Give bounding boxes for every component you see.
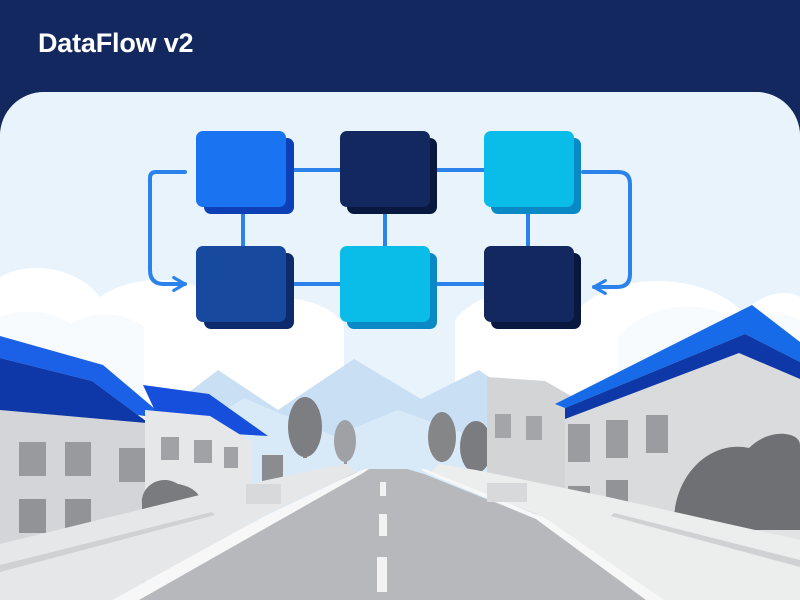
app-title: DataFlow v2 — [38, 28, 194, 58]
flow-node-2 — [340, 131, 437, 214]
street-scene-illustration — [0, 92, 800, 600]
flow-connectors — [148, 168, 632, 295]
flow-diagram — [148, 131, 632, 329]
flow-node-5 — [340, 246, 437, 329]
sidewalk-details — [0, 483, 800, 572]
app-header: DataFlow v2 — [0, 0, 800, 92]
flow-node-4 — [196, 246, 294, 329]
flow-node-1 — [196, 131, 294, 214]
flow-node-3 — [484, 131, 581, 214]
flow-node-6 — [484, 246, 581, 329]
illustration-panel — [0, 92, 800, 600]
